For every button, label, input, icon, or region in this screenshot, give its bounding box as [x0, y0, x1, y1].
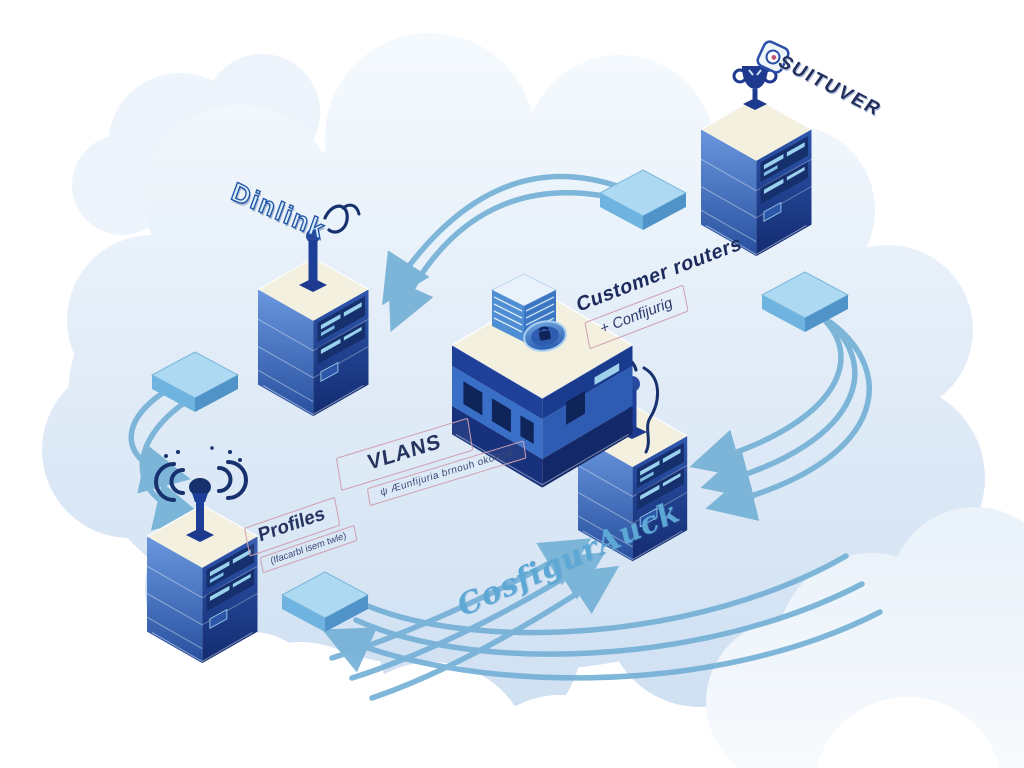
antenna-icon — [299, 203, 361, 292]
line-bottom-1 — [365, 553, 849, 636]
line-bottom-2 — [353, 581, 865, 657]
arrow-top-1 — [382, 173, 645, 306]
arrow-bottom-3 — [321, 609, 883, 681]
connection-arrows — [128, 173, 883, 701]
arrow-right-3 — [705, 319, 872, 521]
server-top-right — [700, 97, 813, 257]
arrow-left-2 — [139, 389, 205, 531]
lock-coin-icon — [523, 320, 567, 352]
wifi-antenna-icon — [154, 446, 248, 542]
badge-icon — [756, 40, 790, 74]
trophy-icon — [732, 66, 778, 110]
bottom-white-clouds — [0, 580, 1000, 768]
arrow-flow-3 — [369, 565, 620, 701]
